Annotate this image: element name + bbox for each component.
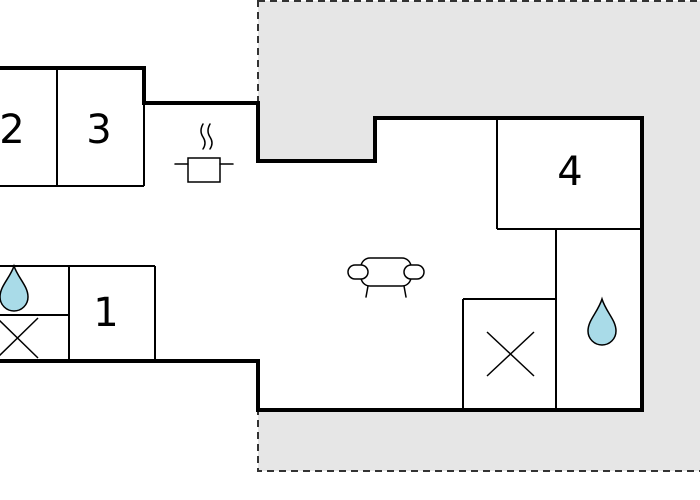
water-drop-icon bbox=[587, 296, 617, 346]
house-interior bbox=[0, 68, 642, 410]
water-drop-icon bbox=[0, 263, 29, 312]
cooking-pot-icon bbox=[174, 123, 234, 183]
room-number-3: 3 bbox=[86, 107, 111, 153]
room-number-2: 2 bbox=[0, 107, 25, 153]
room-number-1: 1 bbox=[93, 290, 118, 336]
cross-mark-icon bbox=[0, 317, 39, 359]
room-number-4: 4 bbox=[557, 149, 582, 195]
sofa-icon bbox=[347, 257, 425, 298]
cross-mark-icon bbox=[486, 331, 535, 377]
